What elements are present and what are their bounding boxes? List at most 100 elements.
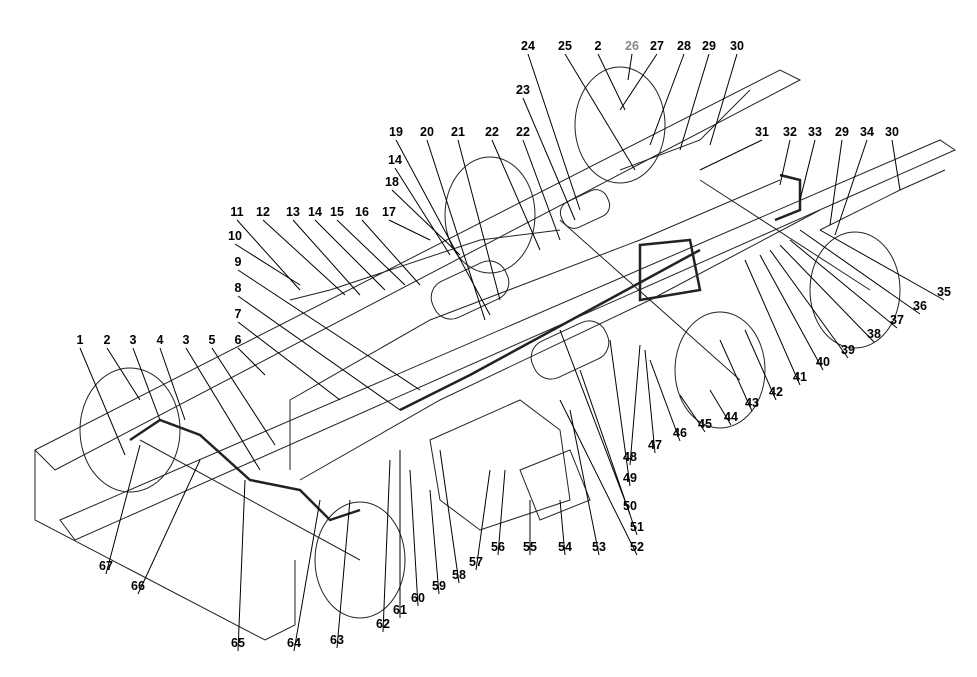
leader-line-30 <box>891 139 901 191</box>
callout-label-34: 34 <box>860 124 874 139</box>
callout-label-9: 9 <box>234 254 242 269</box>
callout-label-29: 29 <box>835 124 849 139</box>
callout-label-22: 22 <box>485 124 499 139</box>
callout-label-45: 45 <box>698 416 712 431</box>
callout-label-3: 3 <box>129 332 137 347</box>
leader-line-14 <box>394 167 451 256</box>
callout-label-23: 23 <box>516 82 530 97</box>
callout-label-22: 22 <box>516 124 530 139</box>
callout-label-24: 24 <box>521 38 535 53</box>
callout-label-10: 10 <box>228 228 242 243</box>
callout-label-58: 58 <box>452 567 466 582</box>
leader-line-3 <box>185 347 261 471</box>
callout-label-20: 20 <box>420 124 434 139</box>
leader-line-51 <box>579 369 638 536</box>
callout-label-59: 59 <box>432 578 446 593</box>
leader-line-14 <box>314 219 386 291</box>
leader-line-22 <box>522 139 561 241</box>
callout-label-52: 52 <box>630 539 644 554</box>
callout-label-48: 48 <box>623 449 637 464</box>
leader-line-41 <box>744 259 801 386</box>
leader-line-48 <box>629 344 641 466</box>
leader-line-1 <box>79 347 126 456</box>
front-right-wheel <box>314 501 406 619</box>
leader-line-35 <box>819 229 945 301</box>
callout-label-13: 13 <box>286 204 300 219</box>
leader-line-19 <box>395 139 491 316</box>
callout-label-44: 44 <box>724 409 738 424</box>
callout-label-8: 8 <box>234 280 242 295</box>
callout-label-3: 3 <box>182 332 190 347</box>
leader-line-38 <box>779 244 875 343</box>
callout-label-6: 6 <box>234 332 242 347</box>
leader-line-7 <box>237 321 341 401</box>
frame-rail-left <box>34 69 802 471</box>
leader-line-54 <box>559 499 566 556</box>
leader-line-67 <box>105 444 141 575</box>
callout-label-16: 16 <box>355 204 369 219</box>
callout-label-47: 47 <box>648 437 662 452</box>
callout-label-11: 11 <box>230 204 244 219</box>
leader-line-49 <box>609 339 631 487</box>
leader-line-60 <box>409 469 419 607</box>
callout-label-29: 29 <box>702 38 716 53</box>
leader-line-63 <box>336 499 351 649</box>
leader-line-64 <box>293 499 321 652</box>
air-tank-3 <box>559 189 611 229</box>
leader-line-65 <box>237 479 246 652</box>
leader-line-4 <box>159 347 186 421</box>
callout-label-37: 37 <box>890 312 904 327</box>
callout-label-36: 36 <box>913 298 927 313</box>
leader-line-47 <box>644 349 656 454</box>
leader-line-31 <box>699 139 763 171</box>
callout-label-43: 43 <box>745 395 759 410</box>
leader-line-42 <box>744 329 777 401</box>
callout-label-28: 28 <box>677 38 691 53</box>
leader-line-8 <box>237 295 401 411</box>
leader-line-58 <box>439 449 460 584</box>
callout-label-26: 26 <box>625 38 639 53</box>
callout-label-35: 35 <box>937 284 951 299</box>
leader-line-59 <box>429 489 440 595</box>
leader-line-39 <box>769 249 849 359</box>
leader-line-18 <box>391 189 461 256</box>
leader-line-27 <box>619 53 658 111</box>
callout-label-49: 49 <box>623 470 637 485</box>
callout-label-54: 54 <box>558 539 572 554</box>
leader-line-23 <box>522 97 576 221</box>
callout-label-51: 51 <box>630 519 644 534</box>
callout-label-64: 64 <box>287 635 301 650</box>
callout-label-25: 25 <box>558 38 572 53</box>
callout-label-53: 53 <box>592 539 606 554</box>
callout-label-30: 30 <box>730 38 744 53</box>
leader-line-12 <box>262 219 346 296</box>
callout-label-42: 42 <box>769 384 783 399</box>
leader-line-37 <box>789 239 898 329</box>
leader-line-21 <box>457 139 501 301</box>
callout-label-5: 5 <box>208 332 216 347</box>
air-tank-1 <box>430 260 510 320</box>
gearbox <box>429 399 571 531</box>
leader-line-15 <box>336 219 406 286</box>
callout-label-30: 30 <box>885 124 899 139</box>
callout-label-65: 65 <box>231 635 245 650</box>
callout-label-46: 46 <box>673 425 687 440</box>
callout-label-67: 67 <box>99 558 113 573</box>
callout-label-40: 40 <box>816 354 830 369</box>
callout-label-27: 27 <box>650 38 664 53</box>
callout-label-60: 60 <box>411 590 425 605</box>
leader-line-2 <box>106 347 141 401</box>
callout-label-41: 41 <box>793 369 807 384</box>
leader-line-32 <box>779 139 791 186</box>
leader-line-29 <box>829 139 843 226</box>
callout-label-33: 33 <box>808 124 822 139</box>
callout-label-63: 63 <box>330 632 344 647</box>
leader-line-20 <box>426 139 486 321</box>
callout-label-2: 2 <box>594 38 602 53</box>
leader-line-16 <box>361 219 421 286</box>
leader-line-43 <box>719 339 753 412</box>
leader-line-5 <box>211 347 276 446</box>
front-left-wheel <box>79 367 181 493</box>
leader-line-2 <box>597 53 626 111</box>
